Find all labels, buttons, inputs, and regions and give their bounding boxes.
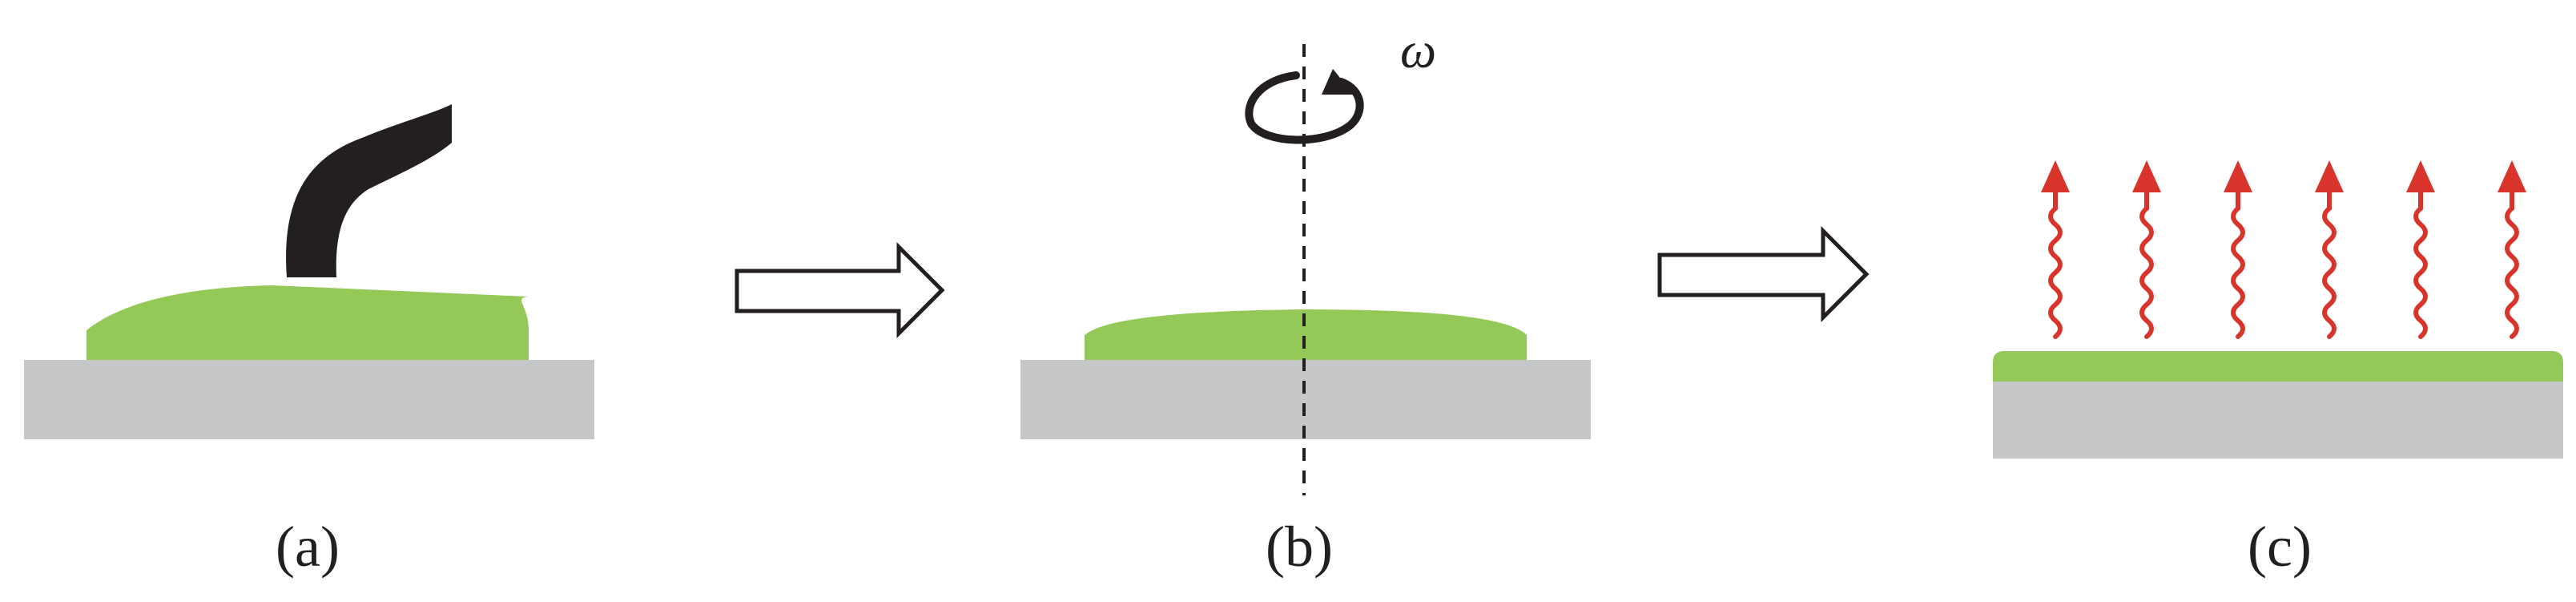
evaporation-arrowhead (2132, 160, 2161, 192)
evaporation-arrowhead (2315, 160, 2344, 192)
caption-a: (a) (276, 515, 340, 579)
dispenser-nozzle (286, 104, 452, 277)
caption-c: (c) (2248, 515, 2312, 579)
evaporation-arrows (2041, 160, 2526, 339)
wavy-up-arrow-icon (2505, 184, 2519, 339)
panel-a (24, 104, 594, 439)
evaporation-arrowhead (2406, 160, 2435, 192)
evaporation-arrowhead (2224, 160, 2252, 192)
wavy-up-arrow-icon (2048, 184, 2063, 339)
step-arrow-2 (1657, 225, 1870, 323)
solution-film-b (1085, 309, 1527, 360)
caption-b: (b) (1266, 515, 1333, 579)
omega-label: ω (1400, 22, 1436, 79)
panel-b: ω (1020, 22, 1591, 495)
wavy-up-arrow-icon (2139, 184, 2154, 339)
wavy-up-arrow-icon (2413, 184, 2428, 339)
evaporation-arrowhead (2041, 160, 2070, 192)
solution-puddle-a (87, 285, 529, 360)
panel-c (1993, 160, 2563, 459)
substrate-a (24, 360, 594, 439)
wavy-up-arrow-icon (2322, 184, 2337, 339)
dried-film-c (1993, 351, 2563, 382)
substrate-c (1993, 382, 2563, 459)
evaporation-arrowhead (2498, 160, 2526, 192)
circular-arrow-icon (1245, 69, 1364, 144)
wavy-up-arrow-icon (2231, 184, 2245, 339)
step-arrow-1 (735, 241, 945, 339)
